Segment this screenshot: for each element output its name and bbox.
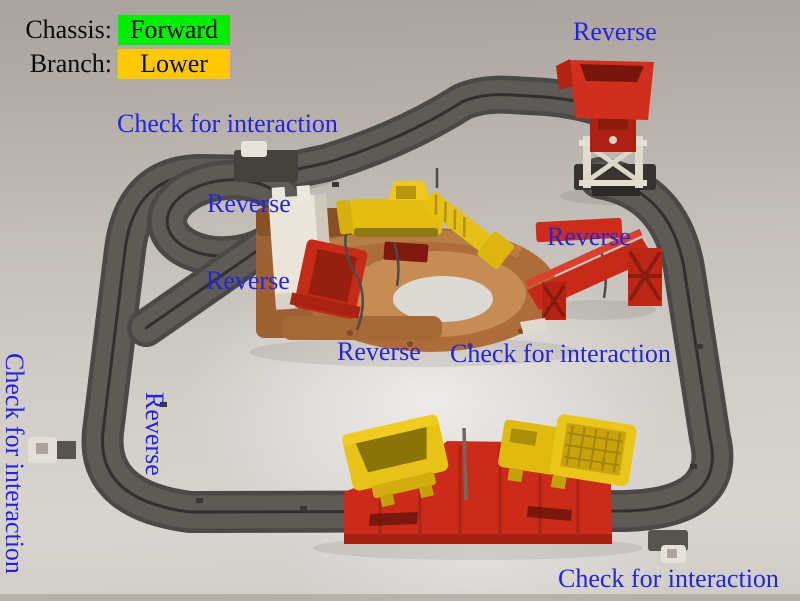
red-trestle-ramp: [525, 217, 662, 320]
bottom-right-connector-stub: [648, 530, 688, 563]
annotation-reverse-left-vertical: Reverse: [140, 392, 170, 476]
chassis-state-badge: Forward: [118, 14, 230, 45]
legend: Chassis: Forward Branch: Lower: [20, 14, 230, 82]
elevated-ramp-track: [247, 75, 621, 195]
small-white-piece: [520, 318, 548, 336]
annotation-reverse-spiral-bottom: Reverse: [337, 337, 421, 366]
legend-branch-row: Branch: Lower: [20, 48, 230, 79]
table-edge-strip: [0, 594, 800, 601]
branch-label: Branch:: [29, 49, 112, 78]
main-track-loop: [81, 154, 734, 533]
annotation-check-left-vertical: Check for interaction: [0, 353, 30, 574]
legend-chassis-row: Chassis: Forward: [20, 14, 230, 45]
left-connector-stub: [28, 437, 76, 463]
ramp-start-platform: [234, 141, 298, 182]
yellow-dump-truck-right: [498, 414, 637, 490]
annotation-check-top-left: Check for interaction: [117, 109, 338, 138]
yellow-loader-toy: [423, 191, 514, 269]
annotation-check-bottom-right: Check for interaction: [558, 564, 779, 593]
annotation-reverse-white-tower: Reverse: [206, 266, 290, 295]
metal-rod: [462, 427, 468, 501]
red-elevator-tower: [556, 59, 656, 196]
annotation-reverse-red-trestle: Reverse: [547, 222, 631, 251]
chassis-label: Chassis:: [25, 15, 112, 44]
annotation-check-center: Check for interaction: [450, 339, 671, 368]
yellow-dump-truck-left: [342, 414, 449, 508]
balloon-exit-track: [127, 227, 283, 347]
annotation-reverse-balloon-loop: Reverse: [207, 189, 291, 218]
branch-state-badge: Lower: [118, 48, 230, 79]
yellow-bulldozer-toy: [336, 181, 442, 237]
annotation-reverse-top-right: Reverse: [573, 17, 657, 46]
